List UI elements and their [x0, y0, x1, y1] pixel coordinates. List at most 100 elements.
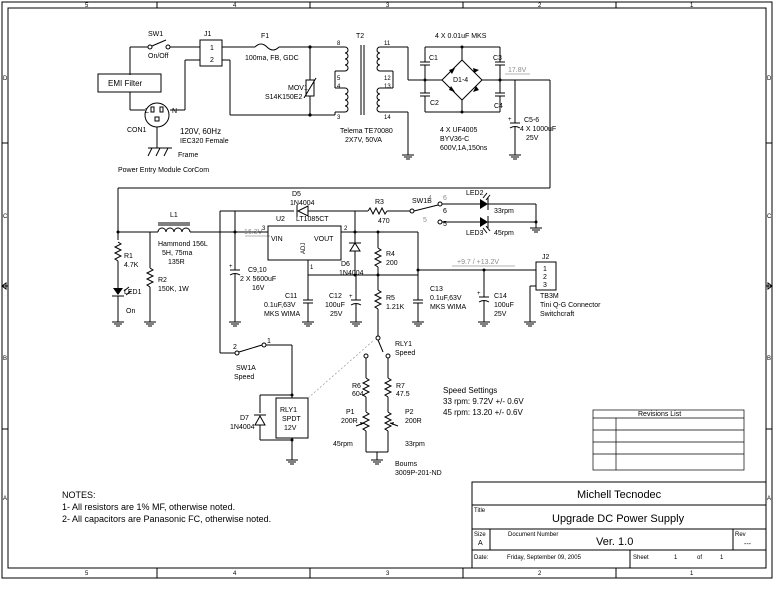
d7-value: 1N4004 [230, 424, 255, 431]
t2-pin3: 3 [337, 115, 341, 121]
p2-label: 33rpm [405, 441, 425, 448]
fuse-f1 [254, 43, 280, 51]
mov-ref: MOV1 [288, 85, 308, 92]
u2-pin-adj: 1 [310, 265, 314, 271]
transformer-part: Telema TE70080 [340, 128, 393, 135]
r6-value: 604 [352, 391, 364, 398]
c13-value: 0.1uF,63V [430, 295, 462, 302]
row-label-left: D [3, 76, 8, 82]
revisions-list: Revisions List [592, 409, 745, 471]
row-label-right: B [767, 356, 771, 362]
t2-pin14: 14 [384, 115, 391, 121]
sw1b-pin6: 6 [443, 195, 447, 202]
output-section: +9.7 / +13.2V C13 0.1uF,63V MKS WIMA + C… [378, 231, 601, 327]
led2-ref: LED2 [466, 190, 484, 197]
bulk-ref: C5-6 [524, 117, 539, 124]
choke-dcr: 135R [168, 259, 185, 266]
c11-type: MKS WIMA [264, 311, 300, 318]
date-value: Friday, September 09, 2005 [507, 555, 582, 561]
led3-ref: LED3 [466, 230, 484, 237]
choke-ref: L1 [170, 212, 178, 219]
row-label-left: C [3, 214, 8, 220]
r3-ref: R3 [375, 199, 384, 206]
d6-value: 1N4004 [339, 270, 364, 277]
c11-ref: C11 [285, 293, 297, 300]
led1-label: On [126, 308, 135, 315]
r2-value: 150K, 1W [158, 286, 189, 293]
title-block: Michell Tecnodec Title Upgrade DC Power … [471, 481, 767, 569]
col-label-bottom: 2 [538, 571, 542, 577]
d6-ref: D6 [341, 261, 350, 268]
speed-settings-note: Speed Settings 33 rpm: 9.72V +/- 0.6V 45… [443, 386, 524, 417]
power-entry-module: SW1 On/Off J1 1 2 EMI Filter L N CON1 12… [97, 31, 229, 174]
pot-part: Bourns [395, 461, 418, 468]
t2-pin11: 11 [384, 41, 391, 47]
j2-pin1: 1 [543, 266, 547, 273]
u2-pin-in: 3 [262, 226, 266, 232]
sw1a-pin2: 2 [233, 344, 237, 351]
c12-voltage: 25V [330, 311, 343, 318]
r4-value: 200 [386, 260, 398, 267]
r7-value: 47.5 [396, 391, 410, 398]
choke-value: 5H, 75ma [162, 250, 192, 257]
u2-part: LT1085CT [296, 216, 329, 223]
r1-ref: R1 [124, 253, 133, 260]
sheet-label: Sheet [633, 555, 649, 561]
c11-value: 0.1uF,63V [264, 302, 296, 309]
speed-settings-33: 33 rpm: 9.72V +/- 0.6V [443, 397, 524, 406]
c14-voltage: 25V [494, 311, 507, 318]
svg-text:+: + [349, 294, 353, 300]
d5-ref: D5 [292, 191, 301, 198]
bulk-value: 4 X 1000uF [520, 126, 556, 133]
led3-label: 45rpm [494, 230, 514, 237]
p2-value: 200R [405, 418, 422, 425]
sw1b-ref: SW1B [412, 198, 432, 205]
sw1a-ref: SW1A [236, 365, 256, 372]
d7-ref: D7 [240, 415, 249, 422]
svg-text:+: + [508, 117, 512, 123]
rectifier-rating: 600V,1A,150ns [440, 145, 488, 152]
j2-maker: Switchcraft [540, 311, 574, 318]
r7-ref: R7 [396, 383, 405, 390]
sw1b-pin5: 5 [423, 217, 427, 224]
p1-ref: P1 [346, 409, 355, 416]
svg-text:+: + [229, 264, 233, 270]
con1-ref: CON1 [127, 127, 147, 134]
relay-voltage: 12V [284, 425, 297, 432]
j2-pin2: 2 [543, 274, 547, 281]
sw1-ref: SW1 [148, 31, 163, 38]
bulk-voltage: 25V [526, 135, 539, 142]
c13-ref: C13 [430, 286, 443, 293]
document-title: Upgrade DC Power Supply [552, 513, 685, 525]
notes-line1: 1- All resistors are 1% MF, otherwise no… [62, 502, 235, 512]
input-filter-section: R1 4.7K LED1 On R2 150K, 1W L1 Hammond 1… [112, 212, 258, 327]
con1-line: L [145, 108, 149, 115]
sheet-border: 5 4 3 2 1 5 4 3 2 1 D C B A D C B A [1, 1, 773, 579]
p2-ref: P2 [405, 409, 414, 416]
sw1b-pin5-label: 5 [443, 221, 447, 228]
led2-label: 33rpm [494, 208, 514, 215]
speed-settings-title: Speed Settings [443, 386, 497, 395]
docnum-label: Document Number [508, 532, 558, 538]
frame-label: Frame [178, 152, 198, 159]
u2-adj: ADJ [301, 243, 307, 254]
r2-ref: R2 [158, 277, 167, 284]
col-label-top: 4 [233, 3, 237, 9]
fuse-value: 100ma, FB, GDC [245, 55, 299, 62]
notes-line2: 2- All capacitors are Panasonic FC, othe… [62, 514, 271, 524]
c3-ref: C3 [493, 55, 502, 62]
module-label: Power Entry Module CorCom [118, 167, 209, 174]
j1-pin1: 1 [210, 45, 214, 52]
notes-title: NOTES: [62, 490, 96, 500]
speed-select-section: 2 1 SW1A Speed RLY1 SPDT 12V D7 1N4004 R… [219, 210, 442, 477]
u2-pin-out: 2 [344, 226, 348, 232]
u2-ref: U2 [276, 216, 285, 223]
choke-part: Hammond 156L [158, 241, 208, 248]
sw1b-pin4: 4 [428, 195, 432, 202]
r1-value: 4.7K [124, 262, 139, 269]
c14-ref: C14 [494, 293, 507, 300]
u2-vout: VOUT [314, 236, 334, 243]
t2-pin8: 8 [337, 41, 341, 47]
